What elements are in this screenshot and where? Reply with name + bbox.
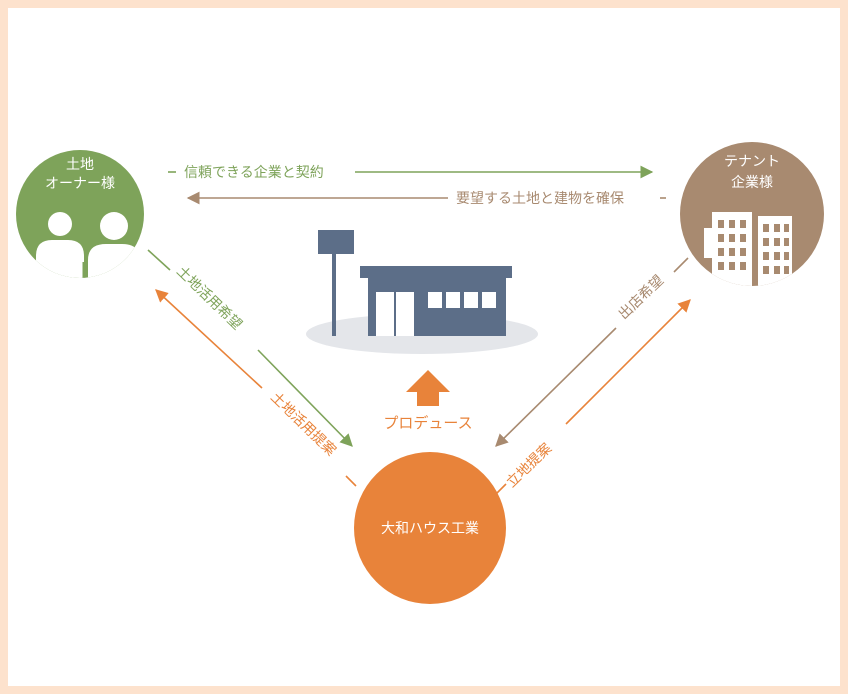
store-wish-arrow: [495, 257, 689, 447]
owner-label-line1: 土地: [66, 157, 94, 173]
store-icon: [306, 230, 538, 354]
office-buildings-icon: [704, 212, 792, 286]
store-wish-label: 出店希望: [616, 272, 667, 322]
land-use-proposal-label: 土地活用提案: [267, 389, 339, 460]
location-proposal-label: 立地提案: [503, 440, 555, 491]
contract-label: 信頼できる企業と契約: [184, 164, 324, 181]
tenant-node: テナント 企業様: [680, 142, 824, 286]
land-use-wish-label: 土地活用希望: [173, 263, 245, 333]
produce-arrow-icon: [406, 370, 450, 406]
tenant-label-line1: テナント: [724, 154, 780, 170]
owner-label-line2: オーナー様: [45, 176, 115, 192]
location-proposal-arrow: [495, 299, 691, 495]
request-land-label: 要望する土地と建物を確保: [456, 191, 624, 207]
owner-node: 土地 オーナー様: [16, 150, 144, 278]
daiwa-node: 大和ハウス工業: [354, 452, 506, 604]
land-use-proposal-arrow: [155, 289, 357, 487]
produce-label: プロデュース: [383, 414, 472, 432]
land-use-wish-arrow: [147, 249, 353, 447]
tenant-label-line2: 企業様: [731, 174, 773, 191]
daiwa-label: 大和ハウス工業: [381, 521, 479, 537]
